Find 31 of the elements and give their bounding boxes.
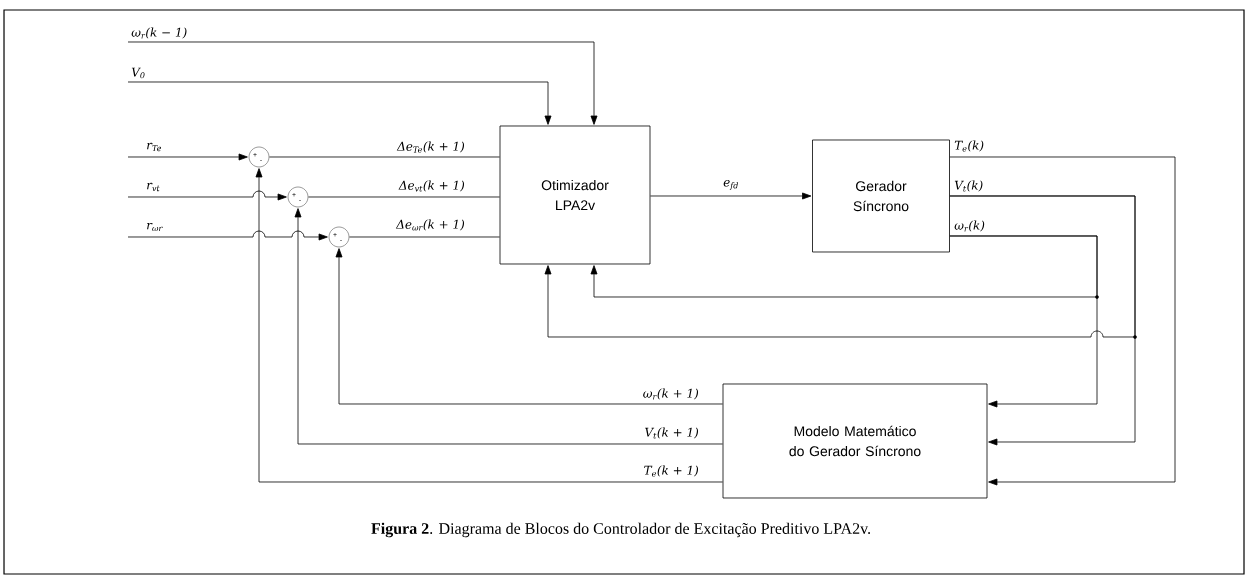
- block-box: Otimizador LPA2v: [499, 125, 651, 265]
- arrow: [127, 190, 287, 201]
- edge-label: r$_{ωr}$: [147, 222, 163, 232]
- edge-label: ω$_{r}$(k + 1): [643, 388, 699, 400]
- edge-label: Δe$_{ωr}$(k + 1): [395, 219, 465, 231]
- arrow: [294, 208, 723, 445]
- edge-label: T$_{e}$(k + 1): [644, 465, 699, 477]
- edge-label: r$_{vt}$: [147, 182, 160, 192]
- edge-label: e$_{fd}$: [723, 180, 739, 190]
- edge-label: Δe$_{Te}$(k + 1): [396, 141, 465, 153]
- arrow: [127, 230, 328, 241]
- arrow: [127, 81, 552, 125]
- caption: Figura 2. Diagrama de Blocos do Controlador de Excitação Preditivo LPA2v.: [371, 522, 871, 538]
- edge-label: V$_{0}$: [131, 67, 145, 79]
- arrow: [949, 156, 1176, 486]
- block-box: Gerador Síncrono: [812, 139, 950, 253]
- arrow: [127, 153, 248, 161]
- arrow: [590, 235, 1098, 298]
- arrow: [127, 41, 598, 125]
- edge-label: ω$_{r}$(k): [954, 220, 985, 232]
- arrow: [255, 168, 723, 483]
- arrow: [650, 192, 812, 200]
- block-box: Modelo Matemático do Gerador Síncrono: [722, 383, 988, 499]
- arrow: [544, 195, 1136, 338]
- edge-label: Δe$_{vt}$(k + 1): [398, 180, 465, 192]
- edge-label: ω$_{r}$(k − 1): [131, 27, 187, 39]
- edge-label: V$_{t}$(k + 1): [645, 427, 699, 439]
- edge-label: T$_{e}$(k): [954, 140, 984, 152]
- arrow: [335, 248, 723, 405]
- edge-label: r$_{Te}$: [147, 142, 162, 152]
- edge-label: V$_{t}$(k): [954, 180, 983, 192]
